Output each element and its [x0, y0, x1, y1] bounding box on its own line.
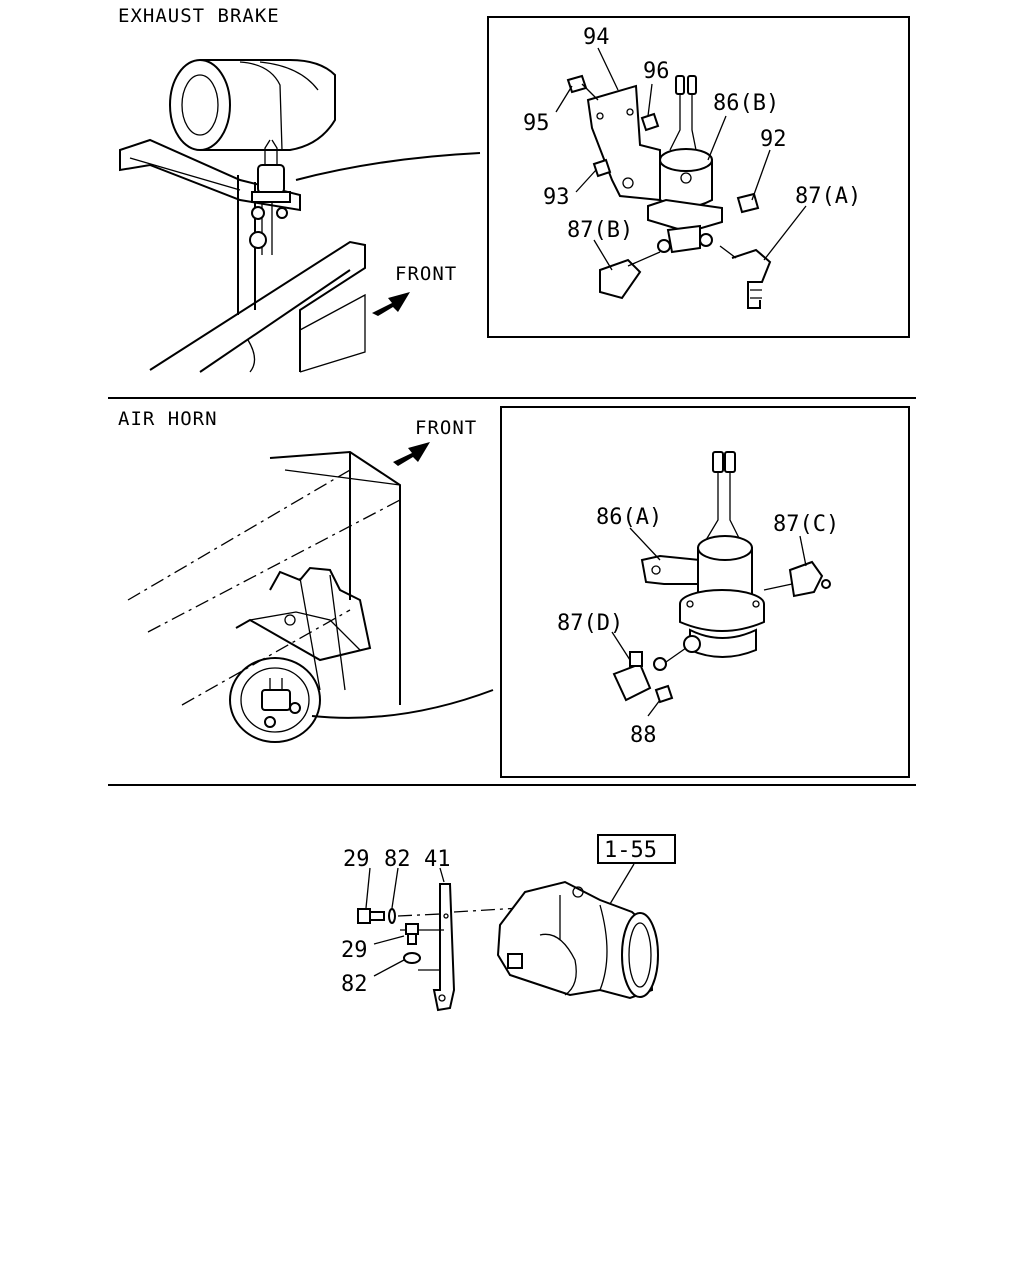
- exhaust-brake-detail-box: [487, 16, 910, 338]
- front-label-top: FRONT: [395, 263, 457, 285]
- callout-86a: 86(A): [596, 505, 662, 530]
- exhaust-brake-callouts: 94 96 95 86(B) 92 93 87(A) 87(B): [523, 25, 861, 243]
- callout-87a: 87(A): [795, 184, 861, 209]
- callout-29-top: 29: [343, 847, 370, 872]
- callout-94: 94: [583, 25, 610, 50]
- callout-88: 88: [630, 723, 657, 748]
- callout-87c: 87(C): [773, 512, 839, 537]
- callout-82-low: 82: [341, 972, 368, 997]
- air-horn-detail-box: [500, 406, 910, 778]
- reference-label: 1-55: [604, 838, 657, 863]
- front-arrow-icon-top: [372, 292, 410, 316]
- section-title-exhaust-brake: EXHAUST BRAKE: [118, 5, 280, 27]
- callout-41: 41: [424, 847, 451, 872]
- exhaust-brake-section: EXHAUST BRAKE: [118, 5, 910, 373]
- callout-86b: 86(B): [713, 91, 779, 116]
- air-horn-leaders: [611, 527, 807, 717]
- callout-95: 95: [523, 111, 550, 136]
- callout-93: 93: [543, 185, 570, 210]
- exhaust-brake-valve-assembly: [566, 74, 772, 309]
- air-horn-callouts: 86(A) 87(C) 87(D) 88: [557, 505, 839, 748]
- callout-87b: 87(B): [567, 218, 633, 243]
- air-horn-valve-assembly: [612, 451, 831, 704]
- callout-92: 92: [760, 127, 787, 152]
- bracket-leaders: [365, 867, 445, 977]
- exhaust-brake-overview: FRONT: [119, 59, 481, 373]
- front-arrow-icon-middle: [393, 442, 430, 466]
- callout-29-mid: 29: [341, 938, 368, 963]
- reference-box: [597, 834, 676, 864]
- exhaust-valve-section: 1-55: [341, 834, 676, 1012]
- callout-96: 96: [643, 59, 670, 84]
- bracket-callouts: 29 82 41 29 82: [341, 847, 451, 997]
- section-title-air-horn: AIR HORN: [118, 408, 218, 430]
- front-label-middle: FRONT: [415, 417, 477, 439]
- air-horn-section: AIR HORN FRONT: [118, 406, 910, 778]
- callout-87d: 87(D): [557, 611, 623, 636]
- exhaust-valve-body: [496, 880, 659, 1000]
- air-horn-overview: FRONT: [127, 417, 494, 743]
- exhaust-brake-leaders: [555, 47, 807, 271]
- callout-82-top: 82: [384, 847, 411, 872]
- bracket-hardware: [357, 883, 521, 1012]
